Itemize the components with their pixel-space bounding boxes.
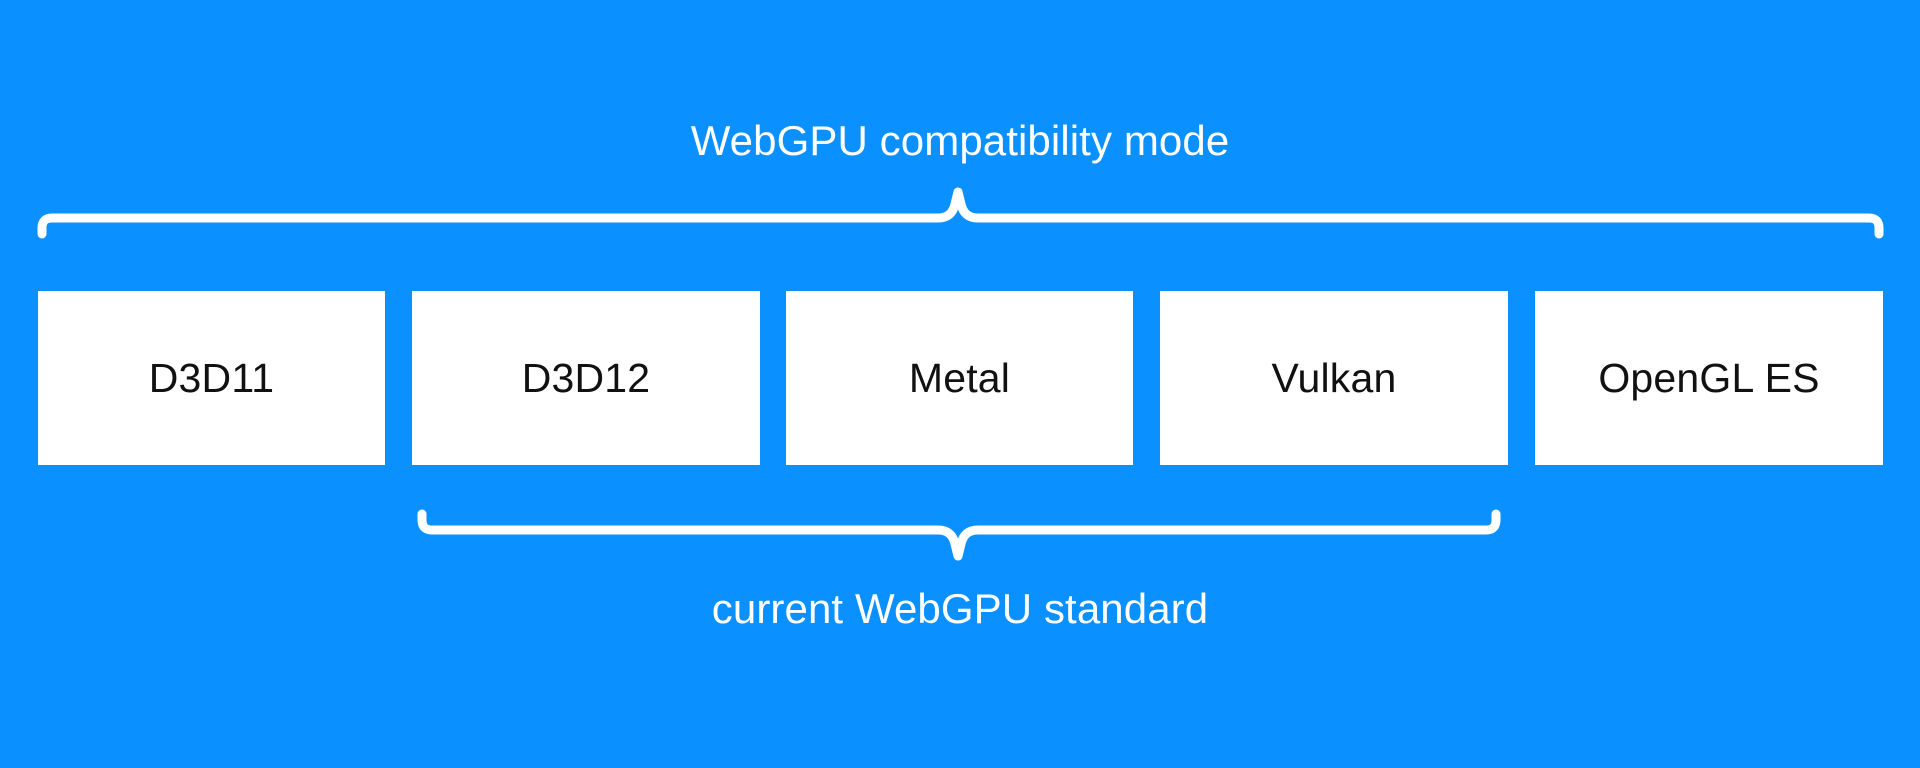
api-box-label: D3D11 bbox=[148, 354, 275, 401]
api-box-vulkan[interactable]: Vulkan bbox=[1160, 291, 1508, 465]
bottom-group-label: current WebGPU standard bbox=[711, 585, 1209, 632]
api-box-label: OpenGL ES bbox=[1598, 354, 1820, 401]
api-box-d3d11[interactable]: D3D11 bbox=[38, 291, 385, 465]
api-box-label: D3D12 bbox=[521, 354, 651, 401]
api-box-d3d12[interactable]: D3D12 bbox=[412, 291, 760, 465]
api-box-label: Metal bbox=[908, 354, 1011, 401]
api-box-label: Vulkan bbox=[1271, 354, 1397, 401]
top-group-label: WebGPU compatibility mode bbox=[690, 117, 1230, 164]
api-box-opengl-es[interactable]: OpenGL ES bbox=[1535, 291, 1883, 465]
api-boxes-row: D3D11 D3D12 Metal Vulkan OpenGL ES bbox=[38, 291, 1883, 465]
api-box-metal[interactable]: Metal bbox=[786, 291, 1133, 465]
